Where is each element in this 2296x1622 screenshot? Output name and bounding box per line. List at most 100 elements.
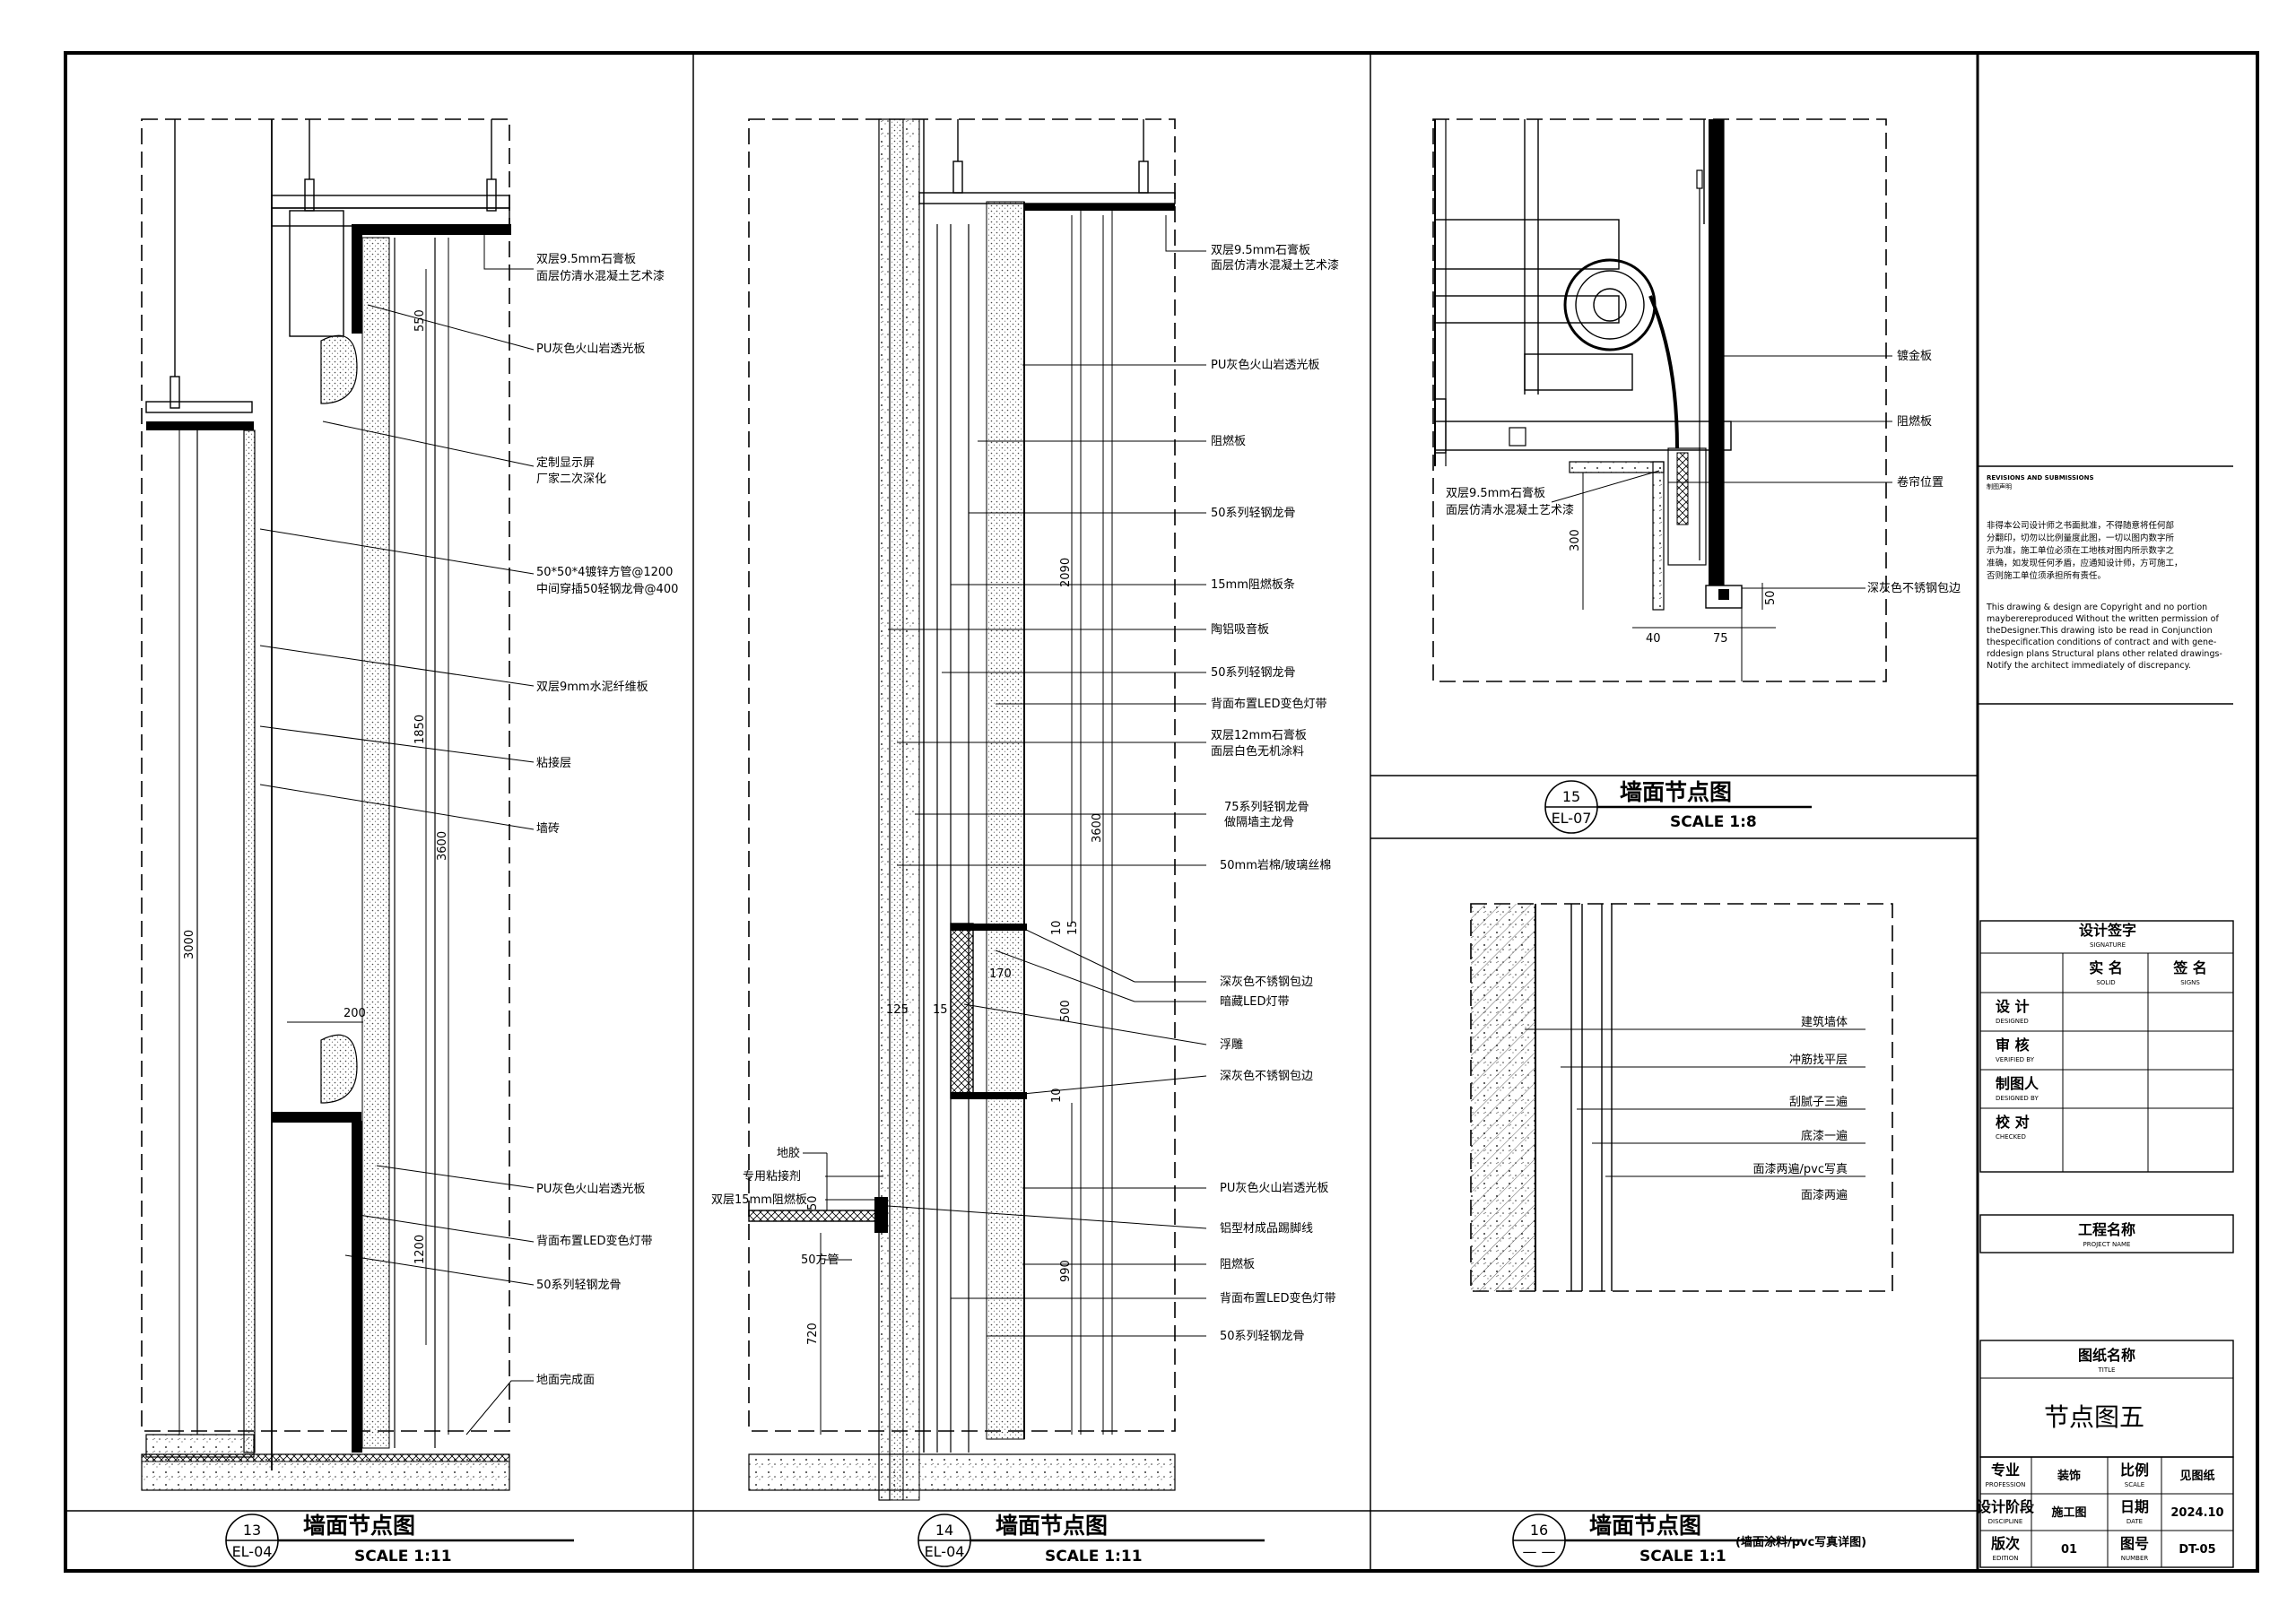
- p13-label-gypsum2: 面层仿清水混凝土艺术漆: [536, 269, 665, 283]
- p13-dim-3600: 3600: [436, 831, 449, 861]
- p13-bubble-number: 13: [243, 1522, 261, 1539]
- tb-rev-title: REVISIONS AND SUBMISSIONS: [1987, 474, 2094, 481]
- p14-title: 墙面节点图: [996, 1513, 1108, 1539]
- p15-dim-75: 75: [1713, 632, 1728, 646]
- tb-cn-note-0: 非得本公司设计师之书面批准，不得随意将任何部: [1987, 520, 2174, 531]
- tb-sign: 签 名: [2172, 959, 2207, 976]
- p14-dim-15a: 15: [1066, 920, 1080, 935]
- tb-check: 校 对: [1996, 1114, 2030, 1131]
- p15-scale: SCALE 1:8: [1670, 813, 1757, 831]
- p14-label-fire15: 双层15mm阻燃板: [711, 1193, 807, 1207]
- p14-dim-10a: 10: [1050, 920, 1064, 935]
- p14-dim-170: 170: [989, 967, 1012, 981]
- p14-dim-125: 125: [886, 1003, 909, 1017]
- tb-rev-sub: 制图声明: [1987, 482, 2012, 490]
- p14-dim-720: 720: [806, 1323, 820, 1345]
- p14-dim-500: 500: [1059, 1000, 1073, 1022]
- p16-bubble-number: 16: [1530, 1522, 1548, 1539]
- p13-bubble-ref: EL-04: [232, 1543, 273, 1560]
- tb-edition-val: 01: [2061, 1543, 2077, 1557]
- title-block: REVISIONS AND SUBMISSIONS 制图声明 非得本公司设计师之…: [1977, 465, 2234, 1568]
- p13-label-tile: 墙砖: [536, 822, 560, 836]
- panel-14-drawing: [748, 118, 1207, 1501]
- p14-label-keel75a: 75系列轻钢龙骨: [1224, 801, 1309, 814]
- p14-dim-10b: 10: [1050, 1088, 1064, 1103]
- p15-title: 墙面节点图: [1620, 779, 1732, 805]
- p16-label-topcoat: 面漆两遍/pvc写真: [1753, 1162, 1848, 1176]
- tb-phase: 设计阶段: [1977, 1498, 2035, 1515]
- tb-design: 设 计: [1996, 998, 2030, 1015]
- tb-project-en: PROJECT NAME: [2083, 1241, 2131, 1248]
- p16-label-level: 冲筋找平层: [1789, 1053, 1848, 1067]
- tb-real-name-en: SOLID: [2096, 979, 2115, 986]
- p16-label-primer: 底漆一遍: [1801, 1129, 1848, 1143]
- panel-16-drawing: [1470, 903, 1893, 1292]
- p14-label-ss1: 深灰色不锈钢包边: [1220, 975, 1313, 989]
- p13-title: 墙面节点图: [303, 1513, 415, 1539]
- tb-phase-val: 施工图: [2051, 1505, 2086, 1520]
- tb-edition-en: EDITION: [1993, 1555, 2019, 1562]
- tb-edition: 版次: [1990, 1535, 2020, 1552]
- p14-label-gypsum1: 双层9.5mm石膏板: [1211, 243, 1310, 257]
- p13-label-pu2: PU灰色火山岩透光板: [536, 1182, 645, 1196]
- tb-design-en: DESIGNED: [1996, 1018, 2029, 1025]
- p14-dim-2090: 2090: [1059, 558, 1073, 587]
- tb-en-note-3: thespecification conditions of contract …: [1987, 638, 2216, 647]
- p15-bubble-number: 15: [1562, 788, 1580, 805]
- tb-major-val: 装饰: [2057, 1469, 2081, 1483]
- tb-signature-en: SIGNATURE: [2090, 941, 2126, 949]
- p14-label-alu: 陶铝吸音板: [1211, 622, 1269, 637]
- p14-label-skirting: 铝型材成品踢脚线: [1220, 1221, 1313, 1236]
- tb-project: 工程名称: [2078, 1221, 2135, 1238]
- p16-title: 墙面节点图: [1589, 1513, 1701, 1539]
- p14-label-ss2: 深灰色不锈钢包边: [1220, 1069, 1313, 1083]
- tb-en-note-0: This drawing & design are Copyright and …: [1986, 603, 2207, 612]
- tb-sign-en: SIGNS: [2180, 979, 2200, 986]
- p14-dim-50: 50: [806, 1195, 820, 1210]
- p16-label-finish: 面漆两遍: [1801, 1188, 1848, 1202]
- p15-label-fire: 阻燃板: [1897, 414, 1932, 429]
- p14-label-led2: 背面布置LED变色灯带: [1220, 1291, 1335, 1305]
- p13-dim-1850: 1850: [413, 715, 427, 744]
- p14-label-adhesive: 专用粘接剂: [743, 1169, 801, 1184]
- p13-dim-1200: 1200: [413, 1235, 427, 1264]
- panel-13-labels: 双层9.5mm石膏板 面层仿清水混凝土艺术漆 PU灰色火山岩透光板 定制显示屏 …: [183, 252, 678, 1387]
- tb-ratio-val: 见图纸: [2179, 1469, 2214, 1483]
- p14-label-keel1: 50系列轻钢龙骨: [1211, 507, 1296, 520]
- p16-scale: SCALE 1:1: [1639, 1548, 1726, 1566]
- tb-review: 审 核: [1996, 1037, 2030, 1054]
- p14-scale: SCALE 1:11: [1045, 1548, 1143, 1566]
- p13-label-pu1: PU灰色火山岩透光板: [536, 342, 645, 356]
- tb-date: 日期: [2120, 1498, 2149, 1515]
- tb-en-note-1: mayberereproduced Without the written pe…: [1987, 614, 2219, 624]
- p15-dim-40: 40: [1646, 632, 1661, 646]
- tb-drawing-name-en: TITLE: [2098, 1366, 2116, 1374]
- panel-15-drawing: [1432, 118, 1892, 682]
- tb-cn-note-4: 否则施工单位须承担所有责任。: [1987, 570, 2106, 581]
- p14-bubble-number: 14: [935, 1522, 953, 1539]
- p14-bubble-ref: EL-04: [925, 1543, 965, 1560]
- p14-label-keel2: 50系列轻钢龙骨: [1211, 666, 1296, 680]
- p14-label-relief: 浮雕: [1220, 1038, 1243, 1052]
- p13-dim-550: 550: [413, 309, 427, 332]
- panel-15-title: 15 EL-07 墙面节点图 SCALE 1:8: [1544, 779, 1812, 834]
- tb-check-en: CHECKED: [1996, 1133, 2026, 1141]
- p16-note: (墙面涂料/pvc写真详图): [1735, 1535, 1866, 1549]
- p14-label-glue: 地胶: [777, 1146, 800, 1160]
- tb-review-en: VERIFIED BY: [1996, 1056, 2035, 1063]
- tb-number-val: DT-05: [2179, 1543, 2215, 1557]
- p16-label-wall: 建筑墙体: [1801, 1015, 1848, 1029]
- p13-label-screen2: 厂家二次深化: [536, 472, 606, 486]
- panel-15-labels: 镀金板 阻燃板 卷帘位置 双层9.5mm石膏板 面层仿清水混凝土艺术漆 深灰色不…: [1446, 349, 1961, 646]
- p15-label-gypsum1: 双层9.5mm石膏板: [1446, 486, 1545, 500]
- p14-label-gypsum2: 面层仿清水混凝土艺术漆: [1211, 258, 1339, 273]
- p13-label-cement: 双层9mm水泥纤维板: [536, 681, 648, 694]
- p14-label-led1: 背面布置LED变色灯带: [1211, 697, 1326, 711]
- p14-dim-990: 990: [1059, 1260, 1073, 1282]
- tb-date-val: 2024.10: [2170, 1506, 2223, 1520]
- tb-ratio-en: SCALE: [2125, 1481, 2144, 1488]
- tb-phase-en: DISCIPLINE: [1988, 1518, 2023, 1525]
- p15-label-roller: 卷帘位置: [1897, 475, 1944, 490]
- p13-label-screen1: 定制显示屏: [536, 456, 595, 470]
- panel-16-title: 16 — — 墙面节点图 SCALE 1:1 (墙面涂料/pvc写真详图): [1512, 1513, 1866, 1567]
